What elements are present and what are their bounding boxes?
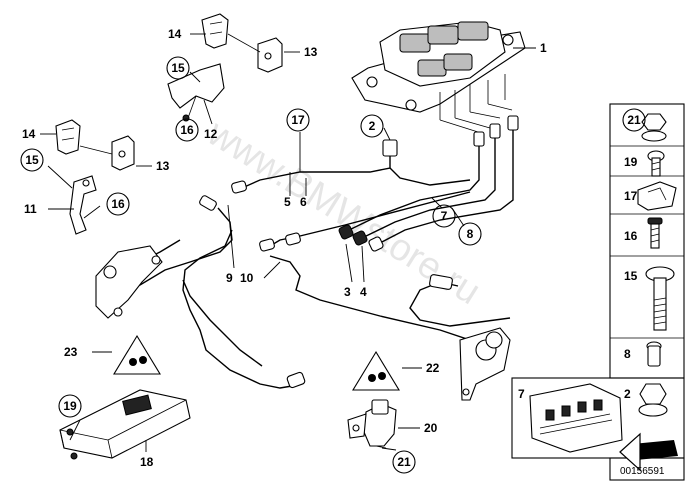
side-label-15: 15 [624, 269, 638, 283]
screw-19 [647, 150, 665, 177]
side-label-17: 17 [624, 189, 638, 203]
callout-5: 5 [284, 195, 291, 209]
callout-13-top: 13 [304, 45, 318, 59]
side-label-16: 16 [624, 229, 638, 243]
connector-7 [529, 383, 623, 453]
side-label-21: 21 [627, 113, 641, 127]
catalog-arrow-icon [619, 432, 678, 472]
callout-16-left: 16 [111, 197, 125, 211]
warning-triangle-right [352, 350, 400, 391]
callout-9: 9 [226, 271, 233, 285]
callout-14-left: 14 [22, 127, 36, 141]
callout-18: 18 [140, 455, 154, 469]
sensor [347, 399, 397, 449]
callout-16-top: 16 [180, 123, 194, 137]
nut-2 [638, 383, 668, 417]
callout-15-left: 15 [25, 153, 39, 167]
side-label-7: 7 [518, 387, 525, 401]
nut-21 [641, 113, 667, 142]
callout-circles [20, 56, 646, 474]
screw-16 [647, 217, 663, 249]
valve-block [351, 21, 526, 133]
side-label-19: 19 [624, 155, 638, 169]
callout-1: 1 [540, 41, 547, 55]
pin-8 [646, 341, 662, 367]
pipe-brackets [95, 245, 511, 401]
callout-23: 23 [64, 345, 78, 359]
callout-19: 19 [63, 399, 77, 413]
control-unit [59, 389, 191, 460]
callout-6: 6 [300, 195, 307, 209]
callout-2: 2 [369, 119, 376, 133]
side-panel [511, 103, 685, 481]
bolt-15 [645, 266, 675, 331]
clip-17 [637, 181, 677, 211]
callout-14-top: 14 [168, 27, 182, 41]
callout-7: 7 [441, 209, 448, 223]
clip-assembly-top [167, 13, 283, 122]
callout-11: 11 [24, 202, 37, 216]
side-label-2: 2 [624, 387, 631, 401]
callout-15-top: 15 [171, 61, 185, 75]
callout-8: 8 [467, 227, 474, 241]
catalog-number: 00156591 [620, 466, 665, 477]
pipe-fittings [199, 180, 453, 389]
callout-21: 21 [397, 455, 411, 469]
callout-20: 20 [424, 421, 438, 435]
callout-22: 22 [426, 361, 440, 375]
callout-13-left: 13 [156, 159, 170, 173]
callout-4: 4 [360, 285, 367, 299]
callout-12: 12 [204, 127, 218, 141]
fittings-group [382, 115, 519, 157]
side-label-8: 8 [624, 347, 631, 361]
callout-10: 10 [240, 271, 254, 285]
callout-17: 17 [291, 113, 305, 127]
leader-lines [40, 33, 465, 452]
callout-3: 3 [344, 285, 351, 299]
clip-assembly-left [55, 119, 135, 235]
warning-triangle-left [113, 334, 161, 375]
